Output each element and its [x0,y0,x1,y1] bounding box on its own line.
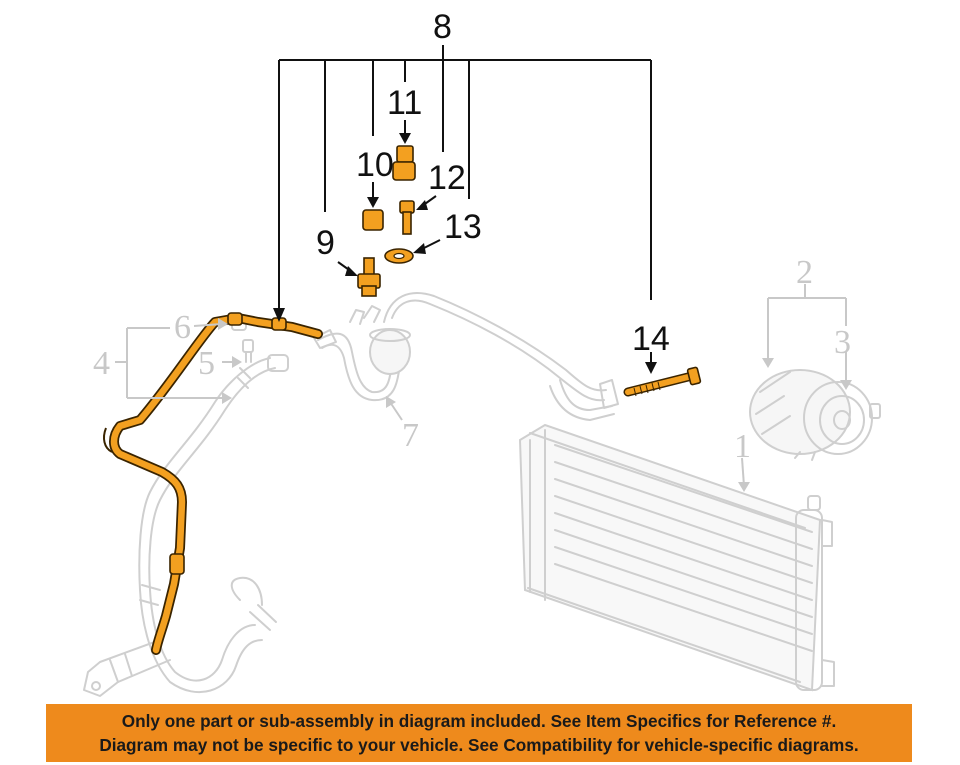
disclaimer-line-1: Only one part or sub-assembly in diagram… [121,711,837,731]
callout-13: 13 [444,208,482,246]
callout-8: 8 [433,8,452,46]
compressor [749,369,881,461]
part-12-valve-core [399,200,415,235]
part-13-seal [384,248,414,264]
callout-5: 5 [198,345,215,382]
leader-lines-muted [115,284,852,492]
callout-7: 7 [402,417,419,454]
part-9-pressure-switch [357,257,381,297]
condenser [518,423,835,692]
disclaimer-line-2: Diagram may not be specific to your vehi… [99,735,859,755]
suction-hose [83,354,289,697]
liquid-line-with-accumulator [313,292,619,421]
callout-4: 4 [93,345,110,382]
disclaimer-banner: Only one part or sub-assembly in diagram… [46,704,912,762]
callout-14: 14 [632,320,670,358]
callout-1: 1 [734,428,751,465]
callout-9: 9 [316,224,335,262]
part-14-bolt [623,366,702,397]
callout-12: 12 [428,159,466,197]
callout-6: 6 [174,309,191,346]
part-11-valve-cap [392,145,416,181]
callout-2: 2 [796,254,813,291]
callout-3: 3 [834,324,851,361]
callout-11: 11 [387,84,422,122]
part-10-cap [362,209,384,231]
callout-10: 10 [356,146,394,184]
leader-lines-active [273,45,657,374]
